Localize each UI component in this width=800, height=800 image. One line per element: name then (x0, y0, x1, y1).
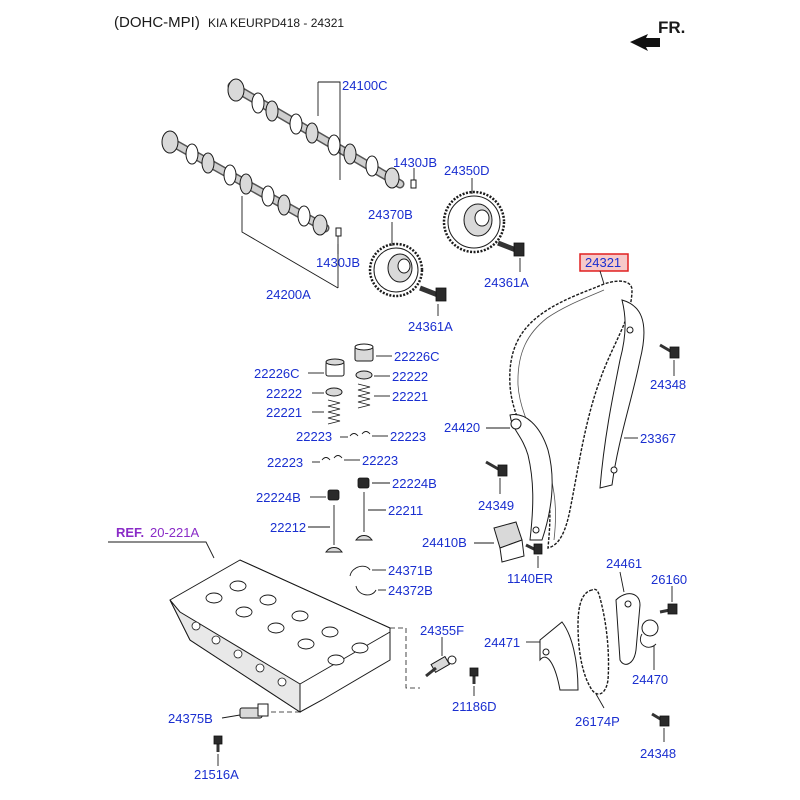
label-26174P[interactable]: 26174P (575, 714, 620, 729)
label-22222-left[interactable]: 22222 (266, 386, 302, 401)
cam-sprocket-24370B (368, 242, 424, 298)
label-22223-b[interactable]: 22223 (390, 429, 426, 444)
label-24375B[interactable]: 24375B (168, 711, 213, 726)
chain-tensioner-24461 (615, 593, 641, 665)
valve-cotter-lower (321, 455, 343, 461)
label-21186D[interactable]: 21186D (452, 699, 497, 714)
label-24372B[interactable]: 24372B (388, 583, 433, 598)
label-22223-a[interactable]: 22223 (296, 429, 332, 444)
label-1430JB-upper[interactable]: 1430JB (393, 155, 437, 170)
label-22212[interactable]: 22212 (270, 520, 306, 535)
bolt-21186D (469, 667, 479, 684)
retainer-22222-left (325, 387, 343, 397)
bearing-24371B (349, 565, 371, 577)
label-22224B-left[interactable]: 22224B (256, 490, 301, 505)
tappet-22226C-left (325, 358, 345, 377)
label-24410B[interactable]: 24410B (422, 535, 467, 550)
cylinder-head (169, 559, 391, 713)
label-21516A[interactable]: 21516A (194, 767, 239, 782)
label-22226C-left[interactable]: 22226C (254, 366, 300, 381)
bolt-24349 (485, 460, 508, 477)
arrow-icon (630, 34, 660, 51)
cam-sprocket-24350D (442, 190, 506, 254)
label-24470[interactable]: 24470 (632, 672, 668, 687)
retainer-22222-right (355, 370, 373, 380)
camshaft-exhaust (227, 78, 405, 189)
camshaft-intake (161, 130, 330, 236)
label-1430JB-lower[interactable]: 1430JB (316, 255, 360, 270)
pin-1430JB-upper (410, 179, 417, 189)
label-24371B[interactable]: 24371B (388, 563, 433, 578)
label-1140ER[interactable]: 1140ER (507, 571, 553, 586)
reference-prefix[interactable]: REF. (116, 525, 144, 540)
valve-22211 (355, 492, 373, 541)
label-22224B-right[interactable]: 22224B (392, 476, 437, 491)
bolt-24361A-upper (497, 240, 525, 257)
label-26160[interactable]: 26160 (651, 572, 687, 587)
label-24361A-upper[interactable]: 24361A (484, 275, 529, 290)
catalog-text: KIA KEURPD418 - 24321 (208, 16, 344, 30)
reference-code[interactable]: 20-221A (150, 525, 199, 540)
bolt-26160 (659, 603, 678, 615)
tensioner-arm-24420 (509, 414, 553, 541)
label-22211[interactable]: 22211 (388, 503, 423, 518)
bolt-24361A-lower (419, 285, 447, 302)
label-22221-right[interactable]: 22221 (392, 389, 428, 404)
label-23367[interactable]: 23367 (640, 431, 676, 446)
label-24200A[interactable]: 24200A (266, 287, 311, 302)
bolt-24348-lower (651, 712, 670, 727)
pin-1430JB-lower (335, 227, 342, 237)
label-24349[interactable]: 24349 (478, 498, 514, 513)
valve-seal-22224B-left (327, 489, 340, 501)
label-24461[interactable]: 24461 (606, 556, 642, 571)
front-direction-text: FR. (658, 18, 685, 37)
bolt-1140ER (525, 543, 543, 555)
highlight-box-24321 (579, 253, 629, 272)
label-24348-upper[interactable]: 24348 (650, 377, 686, 392)
engine-type-text: (DOHC-MPI) (114, 14, 200, 31)
oil-control-valve-24355F (425, 655, 457, 678)
label-24471[interactable]: 24471 (484, 635, 520, 650)
valve-spring-22221-right (357, 383, 371, 409)
label-22223-c[interactable]: 22223 (267, 455, 303, 470)
tappet-22226C-right (354, 343, 374, 362)
label-24361A-lower[interactable]: 24361A (408, 319, 453, 334)
label-22223-d[interactable]: 22223 (362, 453, 398, 468)
oil-pump-chain-26174P (577, 588, 610, 695)
bolt-21516A (213, 735, 223, 752)
label-22221-left[interactable]: 22221 (266, 405, 302, 420)
timing-chain-24321 (509, 280, 633, 549)
valve-spring-22221-left (327, 399, 341, 425)
label-22222-right[interactable]: 22222 (392, 369, 428, 384)
valve-seal-22224B-right (357, 477, 370, 489)
valve-cotter-upper (349, 431, 371, 437)
label-24370B[interactable]: 24370B (368, 207, 413, 222)
label-24348-lower[interactable]: 24348 (640, 746, 676, 761)
valve-22212 (325, 505, 343, 553)
label-24321[interactable]: 24321 (585, 255, 621, 270)
sensor-24375B (239, 703, 269, 719)
chain-guide-24471 (539, 621, 579, 691)
bearing-24372B (355, 585, 377, 596)
bolt-24348-upper (659, 343, 680, 359)
label-24420[interactable]: 24420 (444, 420, 480, 435)
tensioner-spring-24470 (640, 619, 659, 648)
label-24100C[interactable]: 24100C (342, 78, 388, 93)
label-24355F[interactable]: 24355F (420, 623, 464, 638)
label-24350D[interactable]: 24350D (444, 163, 490, 178)
tensioner-24410B (493, 521, 525, 563)
chain-guide-23367 (599, 299, 645, 489)
label-22226C-right[interactable]: 22226C (394, 349, 440, 364)
